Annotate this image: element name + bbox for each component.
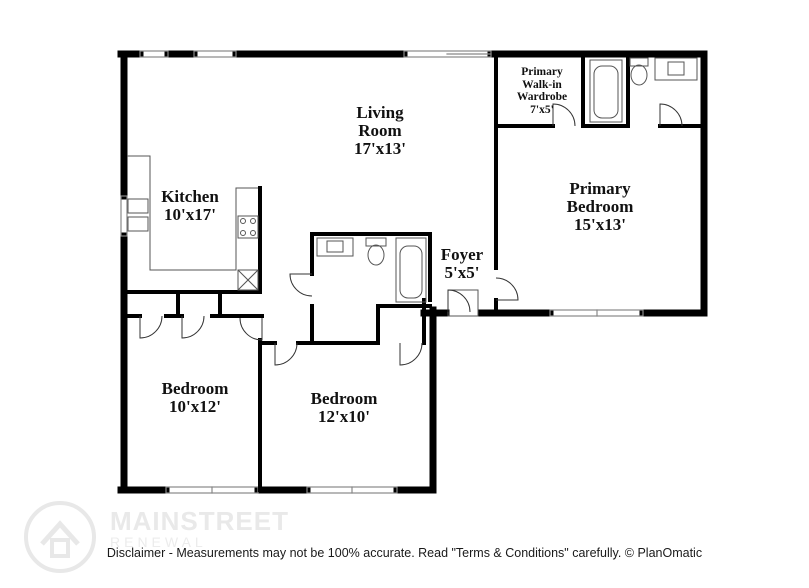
fixtures — [127, 57, 698, 303]
room-size: 17'x13' — [354, 138, 406, 158]
room-bedroom-left: Bedroom 10'x12' — [145, 380, 245, 416]
windows — [120, 50, 644, 494]
room-name: Living Room — [356, 103, 404, 140]
room-kitchen: Kitchen 10'x17' — [145, 188, 235, 224]
room-living: Living Room 17'x13' — [330, 104, 430, 158]
room-size: 12'x10' — [318, 406, 370, 426]
room-primary-wardrobe: Primary Walk-in Wardrobe 7'x5' — [502, 66, 582, 117]
watermark-brand: MAINSTREET — [110, 506, 289, 536]
room-name: Primary Bedroom — [566, 179, 634, 216]
room-size: 7'x5' — [530, 103, 554, 116]
room-size: 10'x12' — [169, 396, 221, 416]
doors — [139, 103, 683, 366]
room-size: 15'x13' — [574, 214, 626, 234]
room-name: Foyer — [440, 245, 484, 264]
room-name: Bedroom — [310, 389, 378, 408]
room-name: Bedroom — [161, 379, 229, 398]
disclaimer-text: Disclaimer - Measurements may not be 100… — [106, 546, 703, 560]
room-foyer: Foyer 5'x5' — [432, 246, 492, 282]
mainstreet-logo-icon — [24, 501, 96, 573]
room-size: 10'x17' — [164, 204, 216, 224]
room-name: Kitchen — [161, 187, 219, 206]
room-size: 5'x5' — [444, 262, 480, 282]
exterior-walls — [117, 50, 708, 494]
room-name: Primary Walk-in Wardrobe — [516, 66, 568, 104]
watermark-sub: RENEWAL — [110, 534, 207, 550]
interior-walls — [122, 52, 706, 492]
room-primary-bedroom: Primary Bedroom 15'x13' — [550, 180, 650, 234]
room-bedroom-mid: Bedroom 12'x10' — [292, 390, 396, 426]
